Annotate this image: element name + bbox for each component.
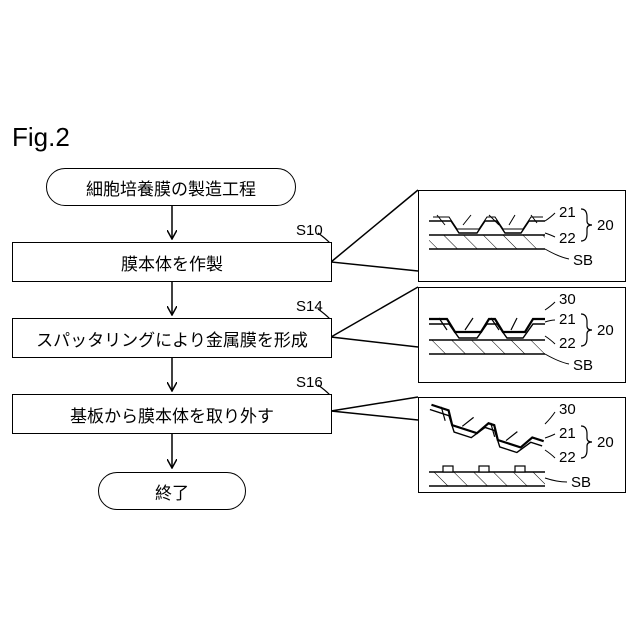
panel-s10-illustration [419,191,625,281]
end-terminal: 終了 [98,472,246,510]
panel-s16-illustration [419,398,625,492]
substrate-sb [429,340,545,354]
start-text: 細胞培養膜の製造工程 [86,175,256,200]
brace-20 [581,426,592,458]
label-22: 22 [559,450,576,465]
step-s14-box: スパッタリングにより金属膜を形成 [12,318,332,358]
step-s14-text: スパッタリングにより金属膜を形成 [36,326,308,351]
panel-s14: 30 21 22 20 SB [418,287,626,383]
brace-20 [581,314,592,346]
detached-membrane [426,404,544,459]
brace-20 [581,209,592,241]
label-sb: SB [573,358,593,373]
step-s10-text: 膜本体を作製 [121,250,223,275]
callout-s14 [331,287,418,347]
label-20: 20 [597,435,614,450]
label-sb: SB [573,253,593,268]
substrate-sb [429,472,545,486]
label-22: 22 [559,336,576,351]
step-s16-label: S16 [296,374,323,391]
label-21: 21 [559,426,576,441]
step-s14-label: S14 [296,298,323,315]
label-30: 30 [559,402,576,417]
panel-s16: 30 21 22 20 SB [418,397,626,493]
label-22: 22 [559,231,576,246]
step-s10-box: 膜本体を作製 [12,242,332,282]
start-terminal: 細胞培養膜の製造工程 [46,168,296,206]
label-21: 21 [559,312,576,327]
label-21: 21 [559,205,576,220]
label-20: 20 [597,323,614,338]
panel-s10: 21 22 20 SB [418,190,626,282]
step-s16-box: 基板から膜本体を取り外す [12,394,332,434]
callout-s10 [331,190,418,271]
step-s10-label: S10 [296,222,323,239]
end-text: 終了 [155,479,189,504]
step-s16-text: 基板から膜本体を取り外す [70,402,274,427]
callout-s16 [331,397,418,420]
label-sb: SB [571,475,591,490]
panel-s14-illustration [419,288,625,382]
label-20: 20 [597,218,614,233]
label-30: 30 [559,292,576,307]
substrate-sb [429,235,545,249]
